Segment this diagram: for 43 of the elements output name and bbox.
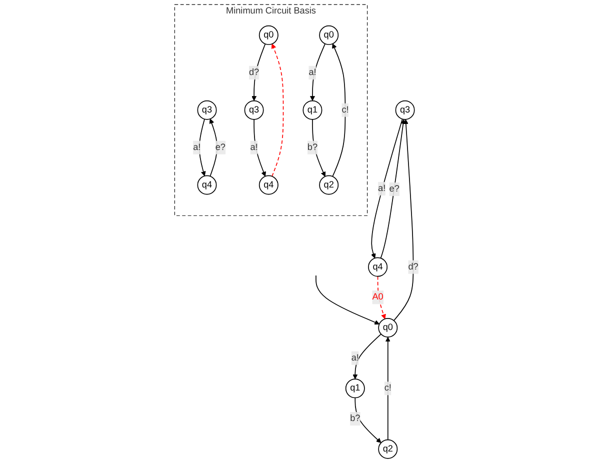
arrow (310, 43, 326, 101)
edge-label: a! (250, 142, 258, 152)
arrow (252, 43, 266, 101)
edge-label: d? (408, 262, 418, 272)
arrow (332, 44, 346, 177)
node-circle: q0 (319, 25, 339, 45)
arrow (354, 397, 382, 444)
edge-label: A0 (372, 292, 384, 302)
edge-label: c! (342, 104, 349, 115)
edge-label: a! (378, 184, 386, 194)
node-circle: q2 (319, 175, 339, 195)
node-circle: q1 (345, 378, 365, 398)
edge-label: e? (389, 184, 400, 194)
arrow (393, 119, 414, 321)
edge-label: c! (384, 383, 392, 393)
arrow (312, 118, 326, 177)
arrow (271, 44, 284, 177)
arrow (385, 336, 390, 440)
arrow (371, 118, 403, 258)
edge-label: b? (350, 414, 360, 424)
arrow (377, 276, 386, 320)
arrow (254, 118, 266, 177)
edge-label: a! (193, 142, 201, 152)
node-circle: q3 (197, 100, 217, 120)
node-circle: q4 (258, 175, 278, 195)
node-circle: q3 (395, 100, 415, 120)
edge-label: a! (351, 352, 359, 363)
arrow (198, 118, 206, 176)
arrow (352, 334, 382, 380)
node-circle: q0 (258, 25, 278, 45)
arrow (209, 118, 218, 177)
node-circle: q4 (197, 175, 217, 195)
edge-label: b? (307, 142, 318, 152)
node-circle: q3 (244, 100, 264, 120)
node-circle: q4 (368, 257, 388, 277)
arrow (380, 119, 406, 259)
arrow (316, 275, 380, 325)
edge-label: e? (215, 142, 226, 152)
edge-label: d? (248, 68, 260, 78)
node-circle: q2 (378, 439, 398, 459)
node-circle: q0 (378, 318, 398, 338)
node-circle: q1 (302, 100, 322, 120)
edge-label: a! (308, 68, 316, 78)
